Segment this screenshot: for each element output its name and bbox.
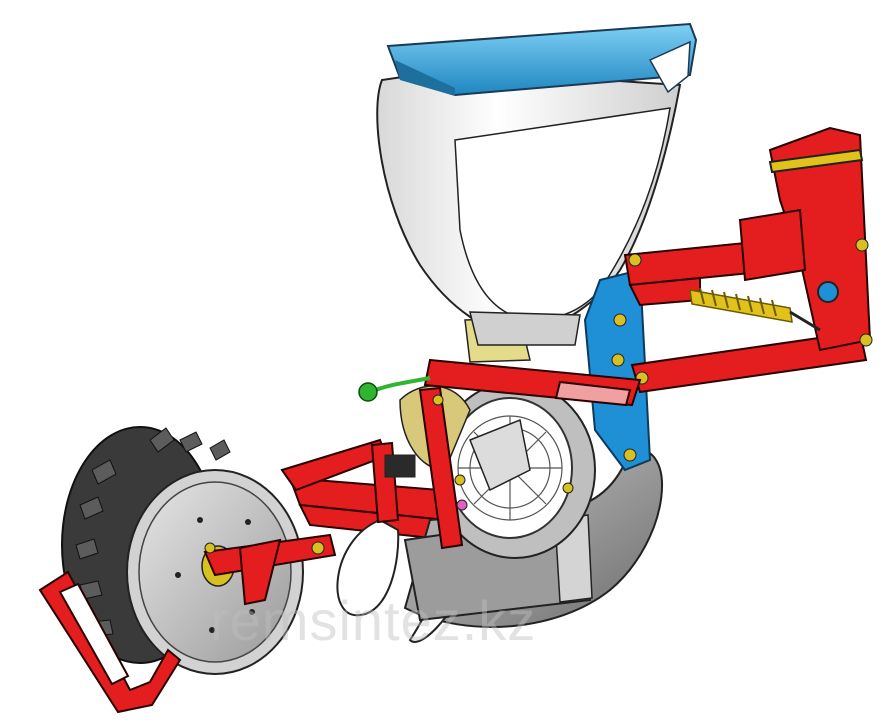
parallel-linkage	[623, 126, 873, 394]
vertical-link	[418, 386, 464, 550]
seed-hopper	[376, 22, 698, 346]
front-mount-plate	[768, 126, 872, 352]
mount-bracket	[583, 268, 652, 472]
down-pressure-spring	[689, 287, 821, 332]
seed-meter	[399, 317, 596, 559]
hopper-window	[454, 107, 671, 321]
mount-pin	[768, 148, 864, 174]
wheel-bolts	[175, 517, 255, 633]
hardware	[204, 394, 574, 555]
opener-disc	[336, 518, 400, 617]
hopper-neck	[469, 311, 581, 346]
handle-knob	[358, 382, 378, 402]
adjust-handle	[358, 376, 431, 402]
meter-drive-cover	[469, 418, 531, 492]
hopper-lid-front	[648, 40, 691, 94]
bracket-bolts	[611, 313, 637, 462]
linkage-bolts	[628, 238, 873, 385]
depth-adjust-linkage	[370, 358, 642, 550]
